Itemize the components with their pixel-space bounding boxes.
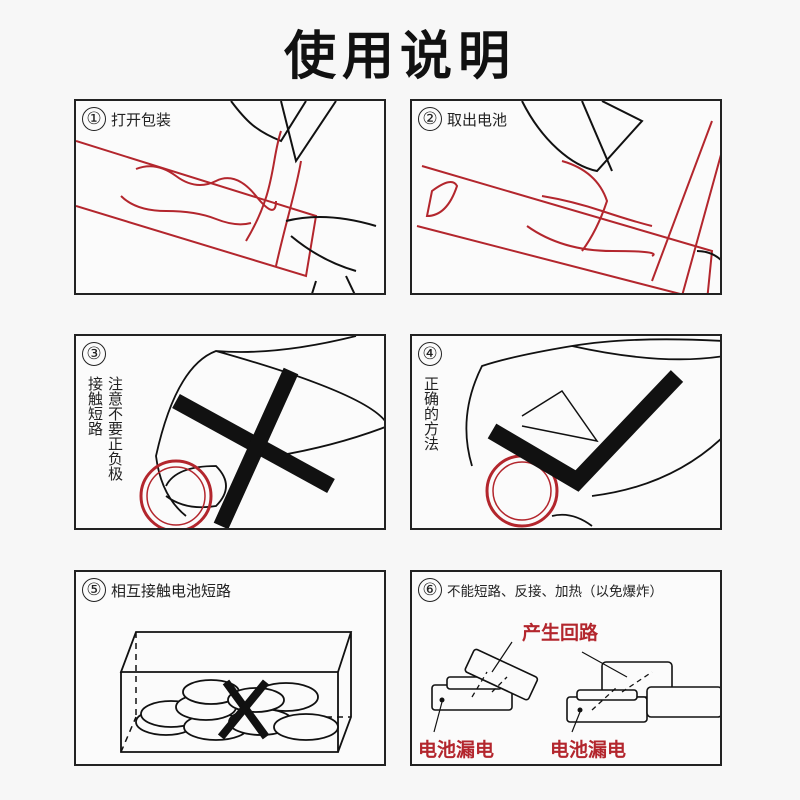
step-5-panel: ⑤ 相互接触电池短路 xyxy=(74,570,386,766)
step-number: ⑥ xyxy=(418,578,442,602)
step-4-header: ④ xyxy=(418,342,447,366)
step-label: 相互接触电池短路 xyxy=(111,581,232,600)
step-label: 打开包装 xyxy=(111,110,172,129)
step-number: ② xyxy=(418,107,442,131)
step-label: 不能短路、反接、加热（以免爆炸） xyxy=(447,584,663,600)
short-circuit-diagram xyxy=(431,641,720,733)
page-title: 使用说明 xyxy=(283,27,516,87)
remove-battery-illustration xyxy=(416,101,720,293)
step-4-label: 正确的方法 xyxy=(422,376,440,451)
step-label: 取出电池 xyxy=(447,110,508,129)
step-number: ① xyxy=(82,107,106,131)
step-2-panel: ② 取出电池 xyxy=(410,99,722,295)
correct-mark-icon xyxy=(487,370,684,492)
step-number: ③ xyxy=(82,342,106,366)
step-6-header: ⑥ 不能短路、反接、加热（以免爆炸） xyxy=(418,578,663,602)
correct-grip-illustration xyxy=(465,338,720,528)
step-2-header: ② 取出电池 xyxy=(418,107,507,131)
step-4-panel: ④ 正确的方法 xyxy=(410,334,722,530)
batteries-in-box-illustration xyxy=(119,631,353,753)
step-3-warning-line-2: 接触短路 xyxy=(86,376,104,436)
step-3-panel: ③ 注意不要正负极 接触短路 xyxy=(74,334,386,530)
step-3-header: ③ xyxy=(82,342,111,366)
wrong-grip-illustration xyxy=(139,336,384,528)
leak-annotation-right: 电池漏电 xyxy=(550,739,627,761)
step-3-warning-line-1: 注意不要正负极 xyxy=(106,376,124,481)
step-5-header: ⑤ 相互接触电池短路 xyxy=(82,578,231,602)
step-6-panel: ⑥ 不能短路、反接、加热（以免爆炸） 产生回路 电池漏电 电池漏电 xyxy=(410,570,722,766)
step-1-header: ① 打开包装 xyxy=(82,107,171,131)
step-number: ⑤ xyxy=(82,578,106,602)
open-package-illustration xyxy=(76,101,377,293)
step-1-panel: ① 打开包装 xyxy=(74,99,386,295)
leak-annotation-left: 电池漏电 xyxy=(418,739,495,761)
loop-annotation: 产生回路 xyxy=(522,622,599,644)
step-number: ④ xyxy=(418,342,442,366)
